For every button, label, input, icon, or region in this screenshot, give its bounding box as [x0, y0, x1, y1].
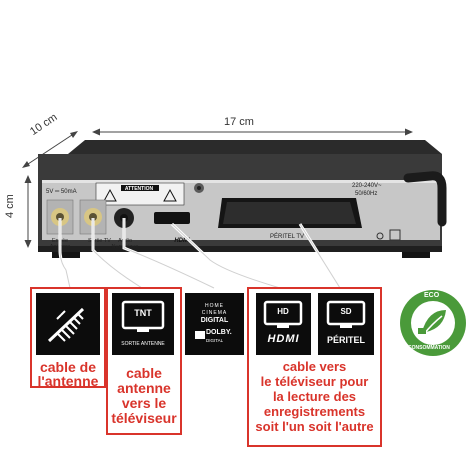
eco-top-text: ECO	[424, 292, 440, 299]
port-label-hdmi: HDMI	[174, 238, 190, 244]
home-cinema-tile	[185, 293, 244, 355]
hd-badge: HD	[277, 307, 289, 316]
tv-outline-icon	[121, 300, 165, 332]
power-rating-1: 220-240V~	[352, 183, 382, 189]
peritel-text: PÉRITEL	[326, 335, 365, 345]
width-label: 17 cm	[224, 116, 254, 128]
home-cinema-2: CINEMA	[201, 310, 228, 316]
antenna-rating: 5V ═ 50mA	[46, 189, 77, 195]
tv-outline-icon	[263, 300, 303, 328]
eco-consommation-badge	[400, 290, 466, 356]
home-cinema-1: HOME	[205, 303, 224, 309]
hdmi-caption-5: soit l'un soit l'autre	[255, 419, 374, 434]
tnt-sub: SORTIE ANTENNE	[121, 341, 165, 347]
power-rating-2: 50/60Hz	[355, 191, 378, 197]
sd-badge: SD	[340, 307, 352, 316]
hdmi-peritel-frame	[247, 287, 382, 447]
tv-caption-2: antenne	[117, 380, 171, 396]
tv-outline-icon	[326, 300, 366, 328]
warning-title: ATTENTION	[124, 186, 154, 192]
set-top-box-rear-panel	[38, 140, 447, 258]
eco-bottom-text: CONSOMMATION	[408, 345, 450, 351]
antenna-icon	[47, 307, 85, 343]
tv-caption-1: cable	[126, 365, 162, 381]
antenna-caption-1: cable de	[39, 359, 97, 375]
dolby-1: DOLBY.	[206, 329, 232, 336]
tv-caption-4: téléviseur	[111, 410, 177, 426]
dolby-2: DIGITAL	[206, 338, 224, 343]
home-cinema-3: DIGITAL	[200, 317, 229, 324]
dolby-icon	[195, 331, 205, 339]
hdmi-caption-3: la lecture des	[272, 389, 357, 404]
hdmi-text: HDMI	[267, 333, 300, 345]
antenna-frame	[30, 287, 106, 388]
hdmi-caption-4: enregistrements	[263, 404, 366, 419]
port-label-tv-out: Sortie TV	[88, 238, 111, 244]
tv-cable-frame	[106, 287, 182, 435]
tnt-badge: TNT	[134, 308, 152, 318]
tv-caption-3: vers le	[121, 395, 167, 411]
port-label-scart: PÉRITEL TV	[270, 234, 305, 240]
hdmi-caption-1: cable vers	[282, 359, 347, 374]
antenna-caption-2: l'antenne	[37, 373, 99, 389]
hdmi-caption-2: le téléviseur pour	[260, 374, 369, 389]
